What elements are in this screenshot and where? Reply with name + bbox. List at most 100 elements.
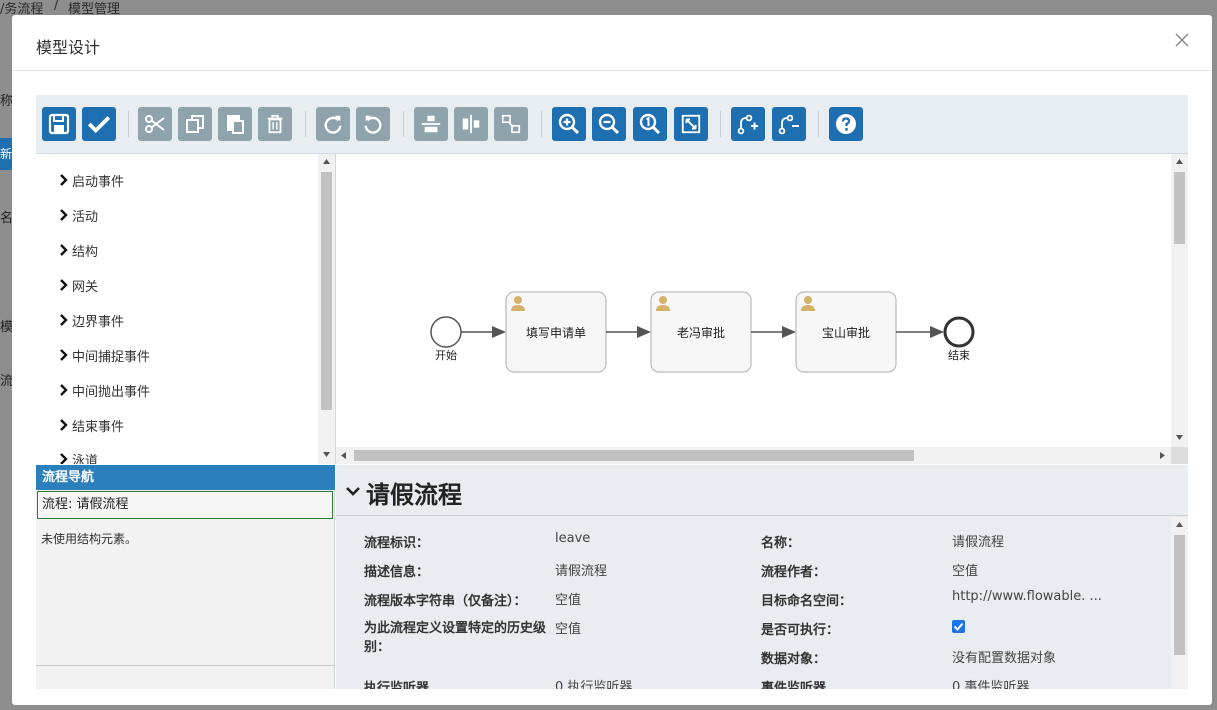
prop-value-author[interactable]: 空值 [952, 564, 979, 579]
redo-icon [324, 115, 342, 134]
toolbar-separator [720, 111, 721, 137]
scrollbar-corner [1171, 447, 1188, 464]
chevron-right-icon [60, 349, 68, 361]
chevron-right-icon [60, 419, 68, 431]
flow-arrowhead [637, 326, 651, 338]
prop-label-executable: 是否可执行： [761, 623, 840, 638]
prop-value-data-objects[interactable]: 没有配置数据对象 [952, 651, 1057, 666]
canvas-vertical-scrollbar[interactable] [1171, 154, 1188, 447]
start-event[interactable] [430, 316, 462, 348]
palette-group-gateways[interactable]: 网关 [58, 275, 98, 295]
paste-button[interactable] [218, 107, 252, 141]
properties-scrollbar[interactable] [1171, 517, 1188, 689]
remove-bendpoint-button[interactable] [772, 107, 806, 141]
zoom-actual-icon [639, 113, 661, 135]
palette-group-throw-events[interactable]: 中间抛出事件 [58, 380, 150, 400]
palette-group-label: 结束事件 [72, 419, 125, 435]
user-icon [511, 296, 525, 311]
zoom-actual-button[interactable] [633, 107, 667, 141]
prop-value-namespace[interactable]: http://www.flowable. ... [952, 589, 1102, 604]
help-icon [836, 114, 856, 134]
prop-value-history-level[interactable]: 空值 [555, 622, 582, 637]
start-event-label: 开始 [435, 348, 457, 362]
redo-button[interactable] [316, 107, 350, 141]
save-icon [48, 113, 70, 135]
prop-value-name[interactable]: 请假流程 [952, 535, 1005, 550]
end-event[interactable] [943, 316, 975, 348]
chevron-right-icon [60, 174, 68, 186]
canvas-horizontal-scroll-thumb[interactable] [354, 450, 914, 461]
palette-group-structural[interactable]: 结构 [58, 240, 98, 260]
palette-group-boundary-events[interactable]: 边界事件 [58, 310, 124, 330]
task-label: 宝山审批 [822, 325, 870, 340]
palette-scrollbar[interactable] [318, 154, 335, 464]
prop-value-description[interactable]: 请假流程 [555, 564, 608, 579]
palette-group-start-events[interactable]: 启动事件 [58, 170, 124, 190]
add-bendpoint-button[interactable] [731, 107, 765, 141]
scroll-down-icon [323, 452, 330, 457]
cut-button[interactable] [138, 107, 172, 141]
diagram-canvas[interactable]: 开始 填写申请单 老冯审批 宝山审批 结束 [336, 154, 1188, 464]
align-vertical-button[interactable] [454, 107, 488, 141]
palette-group-activities[interactable]: 活动 [58, 205, 98, 225]
breadcrumb-part: 模型管理 [68, 2, 121, 17]
prop-value-process-id[interactable]: leave [555, 531, 591, 546]
navigator-process-item[interactable]: 流程: 请假流程 [37, 491, 333, 519]
help-button[interactable] [829, 107, 863, 141]
palette-group-end-events[interactable]: 结束事件 [58, 415, 124, 435]
palette-scroll-thumb[interactable] [321, 172, 332, 410]
canvas-horizontal-scrollbar[interactable] [336, 447, 1171, 464]
zoom-in-icon [558, 113, 580, 135]
save-button[interactable] [42, 107, 76, 141]
check-icon [953, 622, 964, 631]
undo-icon [364, 115, 382, 134]
flow-arrowhead [930, 326, 944, 338]
scroll-right-icon [1160, 452, 1165, 459]
background-fragment: 称 [0, 94, 14, 109]
zoom-in-button[interactable] [552, 107, 586, 141]
delete-button[interactable] [258, 107, 292, 141]
prop-label-version: 流程版本字符串（仅备注）： [364, 594, 527, 609]
copy-button[interactable] [178, 107, 212, 141]
undo-button[interactable] [356, 107, 390, 141]
properties-scroll-thumb[interactable] [1174, 535, 1185, 655]
executable-checkbox[interactable] [952, 620, 965, 633]
chevron-right-icon [60, 384, 68, 396]
prop-value-version[interactable]: 空值 [555, 593, 582, 608]
dialog-title: 模型设计 [36, 38, 101, 57]
copy-icon [186, 115, 204, 133]
zoom-out-button[interactable] [592, 107, 626, 141]
canvas-vertical-scroll-thumb[interactable] [1174, 172, 1185, 244]
prop-value-execution-listeners[interactable]: 0 执行监听器 [555, 680, 633, 689]
prop-label-data-objects: 数据对象： [761, 652, 827, 667]
prop-label-execution-listeners: 执行监听器 [364, 681, 430, 689]
process-navigator: 流程: 请假流程 未使用结构元素。 [36, 490, 335, 689]
prop-label-name: 名称： [761, 536, 801, 551]
chevron-right-icon [60, 279, 68, 291]
prop-label-author: 流程作者： [761, 565, 827, 580]
prop-label-history-level: 为此流程定义设置特定的历史级别： [364, 621, 547, 655]
remove-bendpoint-icon [778, 114, 799, 135]
process-editor: 启动事件 活动 结构 网关 边界事件 中间捕捉事件 中间抛出事件 结束事件 泳道 [36, 95, 1188, 689]
palette-group-label: 泳道 [72, 453, 99, 465]
same-size-button[interactable] [494, 107, 528, 141]
scroll-up-icon [323, 159, 330, 164]
scroll-up-icon [1176, 522, 1183, 527]
palette-group-label: 中间捕捉事件 [72, 349, 151, 365]
toolbar-separator [305, 111, 306, 137]
flow-arrowhead [782, 326, 796, 338]
align-horizontal-icon [421, 115, 441, 133]
prop-value-event-listeners[interactable]: 0 事件监听器 [952, 680, 1030, 689]
close-icon[interactable] [1174, 32, 1190, 48]
align-horizontal-button[interactable] [414, 107, 448, 141]
background-fragment: 名 [0, 211, 14, 226]
palette-group-swimlanes[interactable]: 泳道 [58, 449, 98, 464]
palette-group-catch-events[interactable]: 中间捕捉事件 [58, 345, 150, 365]
validate-button[interactable] [82, 107, 116, 141]
palette-group-label: 结构 [72, 244, 99, 260]
prop-label-event-listeners: 事件监听器 [761, 681, 827, 689]
properties-header[interactable]: 请假流程 [336, 465, 1188, 516]
scroll-left-icon [341, 452, 346, 459]
palette-group-label: 活动 [72, 209, 99, 225]
zoom-fit-button[interactable] [674, 107, 708, 141]
